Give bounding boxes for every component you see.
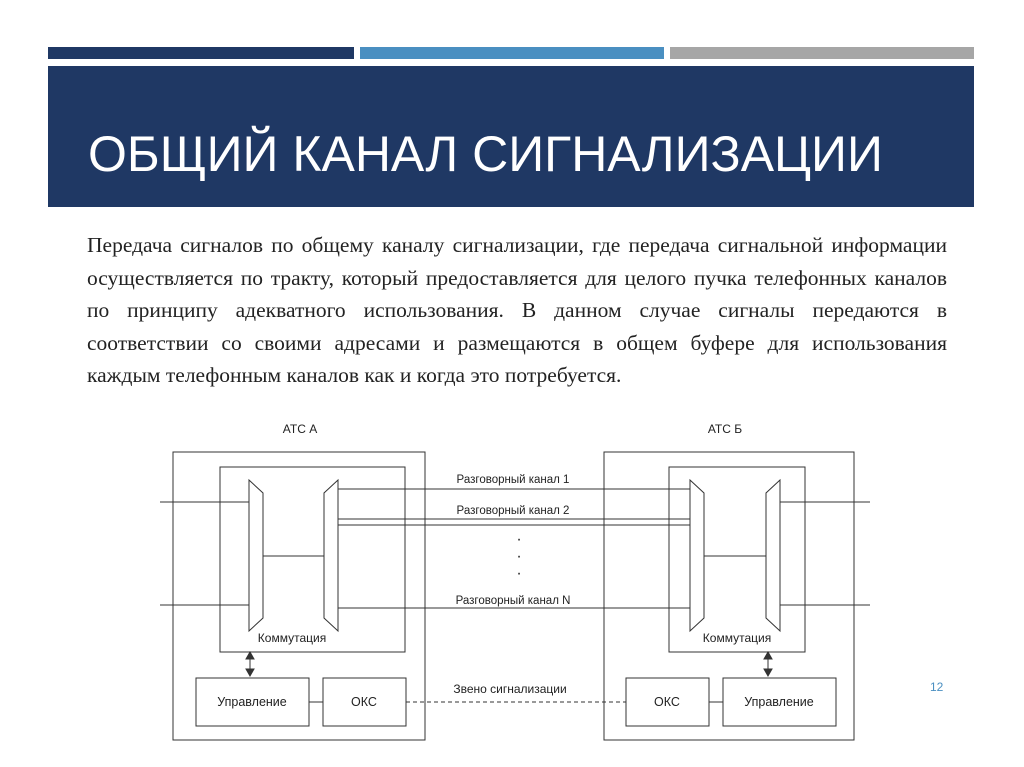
ellipsis-dot-2: · [516,548,521,565]
signaling-diagram: АТС А АТС Б Разговорный канал 1 Разговор… [160,422,870,741]
station-a-box [172,451,426,741]
title-banner [48,66,974,207]
station-b-box [603,451,855,741]
ellipsis-dot-3: · [516,565,521,582]
a-switch-left [248,478,264,633]
slide-title: ОБЩИЙ КАНАЛ СИГНАЛИЗАЦИИ [88,126,883,182]
switching-box-b [668,466,806,653]
accent-bar-dark [48,47,354,59]
b-switch-right [765,478,781,633]
switching-box-a [219,466,406,653]
channel-2-label: Разговорный канал 2 [457,505,570,517]
oks-a-label: ОКС [351,695,377,709]
a-switch-right [323,478,339,633]
b-switch-left [689,478,705,633]
switching-b-label: Коммутация [703,631,771,645]
page-number: 12 [930,680,944,694]
oks-b-label: ОКС [654,695,680,709]
switching-a-label: Коммутация [258,631,326,645]
control-a-label: Управление [217,695,287,709]
control-b-label: Управление [744,695,814,709]
station-b-label: АТС Б [708,422,742,436]
channel-1-label: Разговорный канал 1 [457,474,570,486]
accent-bar-blue [360,47,664,59]
accent-bar-gray [670,47,974,59]
ellipsis-dot-1: · [516,531,521,548]
slide-body-text: Передача сигналов по общему каналу сигна… [87,233,947,387]
station-a-label: АТС А [283,422,317,436]
channel-n-label: Разговорный канал N [456,595,571,607]
signaling-link-label: Звено сигнализации [453,682,566,696]
a-control-arrow [245,650,255,678]
b-control-arrow [763,650,773,678]
